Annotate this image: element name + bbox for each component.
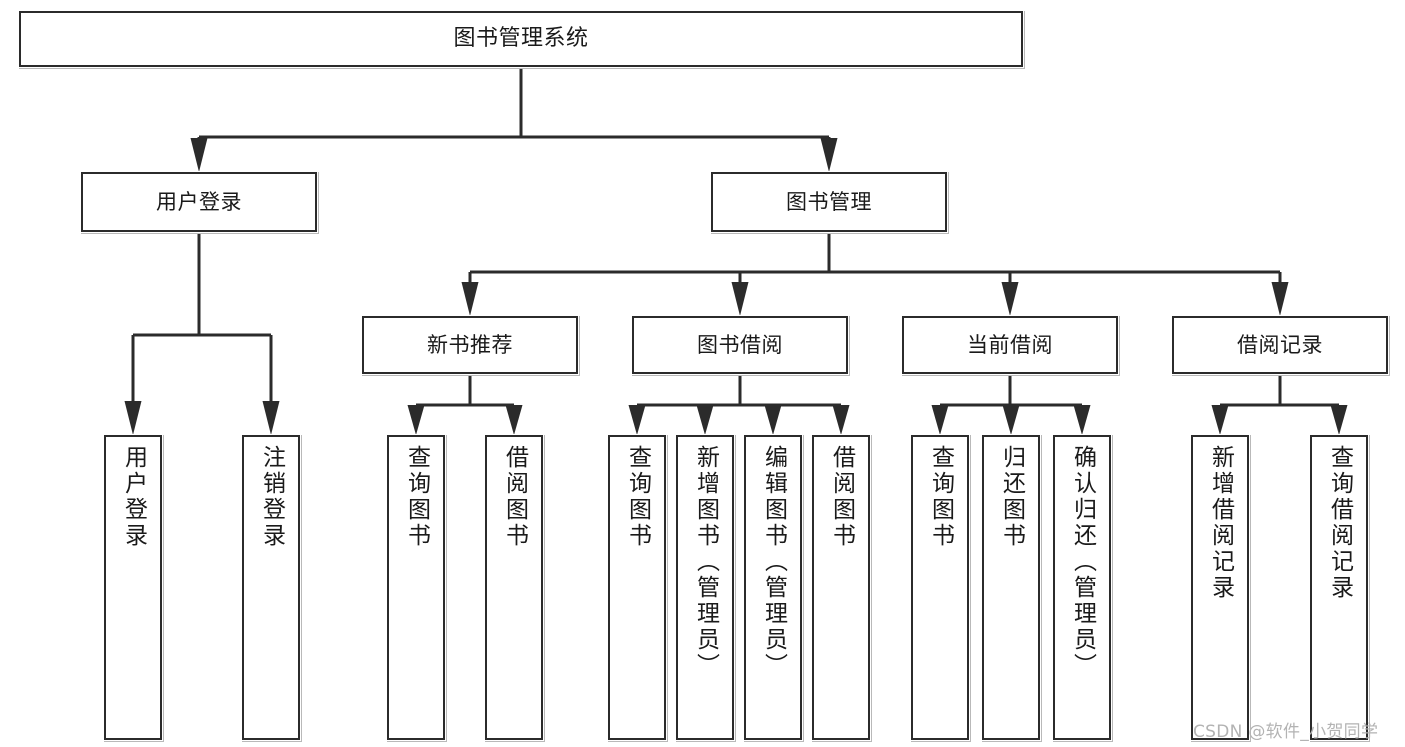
arrowhead-icon bbox=[505, 405, 523, 435]
node-root-图书管理系统[interactable]: 图书管理系统 bbox=[19, 11, 1023, 67]
connector-arrow-group bbox=[124, 138, 1348, 435]
node-leaf-user-logout[interactable]: 注销登录 bbox=[242, 435, 300, 740]
arrowhead-icon bbox=[1211, 405, 1229, 435]
node-leaf-edit-book-label: 编辑图书（管理员） bbox=[760, 445, 787, 679]
node-leaf-query-book-rec-label: 查询图书 bbox=[403, 445, 430, 549]
node-leaf-return-book[interactable]: 归还图书 bbox=[982, 435, 1040, 740]
arrowhead-icon bbox=[628, 405, 646, 435]
node-leaf-user-login-label: 用户登录 bbox=[120, 445, 147, 549]
node-leaf-add-book-label: 新增图书（管理员） bbox=[692, 445, 719, 679]
node-leaf-query-record-label: 查询借阅记录 bbox=[1326, 445, 1353, 601]
node-leaf-query-book-borrow[interactable]: 查询图书 bbox=[608, 435, 666, 740]
node-new-book-rec-label: 新书推荐 bbox=[427, 332, 513, 357]
node-leaf-add-record[interactable]: 新增借阅记录 bbox=[1191, 435, 1249, 740]
node-root-图书管理系统-label: 图书管理系统 bbox=[453, 26, 589, 52]
arrowhead-icon bbox=[407, 405, 425, 435]
node-borrow-record-label: 借阅记录 bbox=[1237, 332, 1323, 357]
node-leaf-query-book-cur-label: 查询图书 bbox=[927, 445, 954, 549]
node-book-borrow[interactable]: 图书借阅 bbox=[632, 316, 848, 374]
node-leaf-add-record-label: 新增借阅记录 bbox=[1207, 445, 1234, 601]
node-book-manage[interactable]: 图书管理 bbox=[711, 172, 947, 232]
arrowhead-icon bbox=[931, 405, 949, 435]
arrowhead-icon bbox=[1073, 405, 1091, 435]
arrowhead-icon bbox=[262, 401, 280, 435]
csdn-watermark: CSDN @软件_小贺同学 bbox=[1193, 722, 1379, 742]
node-leaf-borrow-book-rec[interactable]: 借阅图书 bbox=[485, 435, 543, 740]
node-leaf-borrow-book-label: 借阅图书 bbox=[828, 445, 855, 549]
arrowhead-icon bbox=[1002, 405, 1020, 435]
arrowhead-icon bbox=[731, 282, 749, 316]
node-borrow-record[interactable]: 借阅记录 bbox=[1172, 316, 1388, 374]
node-current-borrow-label: 当前借阅 bbox=[967, 332, 1053, 357]
node-user-login-label: 用户登录 bbox=[156, 189, 242, 214]
node-leaf-add-book[interactable]: 新增图书（管理员） bbox=[676, 435, 734, 740]
node-leaf-borrow-book-rec-label: 借阅图书 bbox=[501, 445, 528, 549]
node-leaf-return-book-label: 归还图书 bbox=[998, 445, 1025, 549]
node-leaf-query-record[interactable]: 查询借阅记录 bbox=[1310, 435, 1368, 740]
node-leaf-borrow-book[interactable]: 借阅图书 bbox=[812, 435, 870, 740]
node-leaf-confirm-return[interactable]: 确认归还（管理员） bbox=[1053, 435, 1111, 740]
arrowhead-icon bbox=[832, 405, 850, 435]
arrowhead-icon bbox=[696, 405, 714, 435]
arrowhead-icon bbox=[461, 282, 479, 316]
node-leaf-edit-book[interactable]: 编辑图书（管理员） bbox=[744, 435, 802, 740]
node-leaf-query-book-borrow-label: 查询图书 bbox=[624, 445, 651, 549]
node-leaf-confirm-return-label: 确认归还（管理员） bbox=[1069, 445, 1096, 679]
node-leaf-user-login[interactable]: 用户登录 bbox=[104, 435, 162, 740]
node-leaf-user-logout-label: 注销登录 bbox=[258, 445, 285, 549]
arrowhead-icon bbox=[1271, 282, 1289, 316]
node-book-borrow-label: 图书借阅 bbox=[697, 332, 783, 357]
node-user-login[interactable]: 用户登录 bbox=[81, 172, 317, 232]
arrowhead-icon bbox=[124, 401, 142, 435]
node-current-borrow[interactable]: 当前借阅 bbox=[902, 316, 1118, 374]
arrowhead-icon bbox=[1330, 405, 1348, 435]
arrowhead-icon bbox=[764, 405, 782, 435]
node-leaf-query-book-cur[interactable]: 查询图书 bbox=[911, 435, 969, 740]
arrowhead-icon bbox=[820, 138, 838, 172]
node-new-book-rec[interactable]: 新书推荐 bbox=[362, 316, 578, 374]
arrowhead-icon bbox=[1001, 282, 1019, 316]
node-leaf-query-book-rec[interactable]: 查询图书 bbox=[387, 435, 445, 740]
node-book-manage-label: 图书管理 bbox=[786, 189, 872, 214]
arrowhead-icon bbox=[190, 138, 208, 172]
